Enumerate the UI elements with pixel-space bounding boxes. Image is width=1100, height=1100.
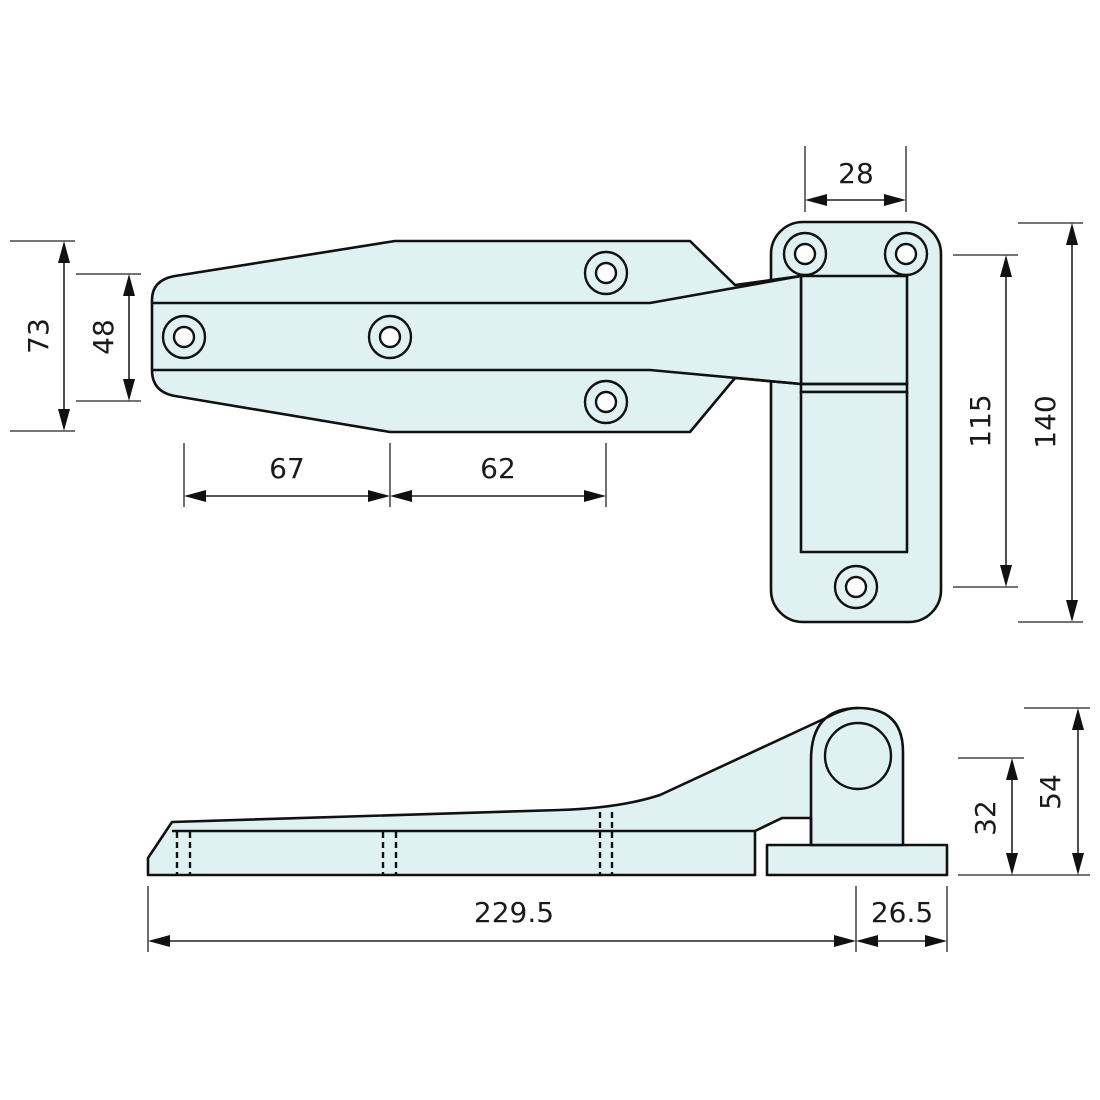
dimension-32: 32: [958, 757, 1090, 876]
dimension-140: 140: [1018, 222, 1083, 623]
hole-icon: [782, 231, 828, 277]
svg-text:67: 67: [269, 452, 305, 485]
dimension-115: 115: [953, 254, 1018, 588]
side-view: 229.5 26.5 32: [146, 706, 1090, 952]
svg-text:115: 115: [964, 394, 997, 447]
svg-text:26.5: 26.5: [871, 896, 933, 929]
svg-text:73: 73: [22, 318, 55, 354]
svg-text:32: 32: [969, 800, 1002, 836]
pivot-pin-icon: [823, 721, 893, 791]
dimension-73: 73: [10, 240, 75, 432]
svg-text:229.5: 229.5: [474, 896, 554, 929]
hidden-holes: [175, 812, 614, 875]
hole-icon: [161, 314, 207, 360]
svg-text:28: 28: [838, 157, 874, 190]
hole-icon: [833, 564, 879, 610]
mounting-plate: [769, 220, 943, 624]
svg-text:62: 62: [480, 452, 516, 485]
dimension-67: 67: [183, 443, 391, 507]
hole-icon: [583, 250, 629, 296]
base-plate: [765, 843, 949, 877]
dimension-229-5: 229.5: [147, 886, 857, 952]
top-view: 73 48 67: [10, 146, 1083, 624]
dimension-26-5: 26.5: [856, 886, 948, 952]
mounting-holes: [161, 231, 929, 610]
svg-text:140: 140: [1029, 395, 1062, 448]
dimension-48: 48: [76, 273, 141, 402]
hinge-leaf: [150, 239, 803, 434]
dimension-62: 62: [390, 443, 607, 507]
hole-icon: [883, 231, 929, 277]
svg-text:48: 48: [87, 319, 120, 355]
dimension-28: 28: [804, 146, 907, 212]
svg-text:54: 54: [1034, 774, 1067, 810]
dimension-54: 54: [1024, 707, 1090, 875]
hole-icon: [583, 379, 629, 425]
hole-icon: [367, 314, 413, 360]
